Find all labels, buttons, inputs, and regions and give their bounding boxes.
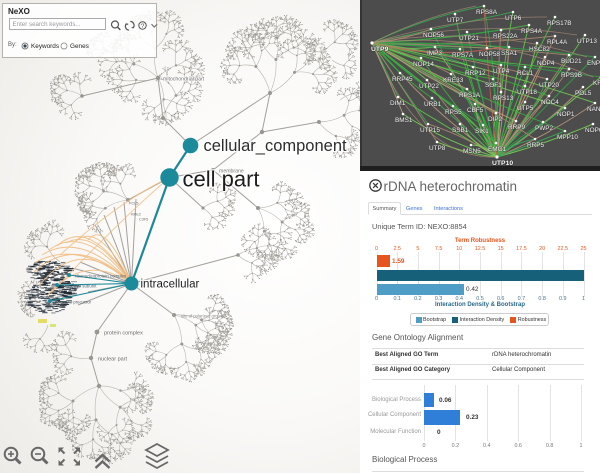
- svg-text:UTP18: UTP18: [517, 89, 537, 96]
- svg-text:nuclear part: nuclear part: [98, 357, 128, 363]
- svg-text:BUD21: BUD21: [561, 58, 582, 65]
- svg-text:RRP12: RRP12: [465, 70, 486, 77]
- svg-text:RPS4A: RPS4A: [521, 28, 543, 35]
- svg-text:PCL5: PCL5: [129, 202, 139, 206]
- svg-text:RPS17B: RPS17B: [547, 20, 572, 27]
- svg-text:PWP2: PWP2: [535, 125, 554, 132]
- svg-text:SSB1: SSB1: [452, 127, 469, 134]
- svg-text:ribonucleoprotein complex: ribonucleoprotein complex: [75, 274, 127, 279]
- svg-text:RCL1: RCL1: [517, 70, 534, 77]
- svg-text:KRE33: KRE33: [443, 77, 464, 84]
- svg-text:C3F5: C3F5: [139, 218, 148, 222]
- svg-text:ribosomal subunit: ribosomal subunit: [62, 284, 97, 289]
- svg-text:protein complex: protein complex: [104, 331, 143, 337]
- svg-text:NOP4: NOP4: [537, 60, 555, 67]
- svg-text:UTP5: UTP5: [517, 105, 534, 112]
- svg-text:IMP3: IMP3: [427, 50, 442, 57]
- svg-text:RPS13: RPS13: [493, 95, 514, 102]
- svg-text:RPS7A: RPS7A: [452, 52, 474, 59]
- svg-text:intracellular: intracellular: [141, 279, 200, 291]
- svg-text:BMS1: BMS1: [395, 117, 413, 124]
- svg-text:NOP6: NOP6: [585, 127, 600, 134]
- svg-text:NAN1: NAN1: [587, 106, 600, 113]
- svg-text:UTP22: UTP22: [419, 83, 439, 90]
- svg-text:NOP56: NOP56: [423, 32, 444, 39]
- svg-text:NOC4: NOC4: [541, 99, 559, 106]
- svg-text:RPL4A: RPL4A: [547, 39, 568, 46]
- svg-text:DIM1: DIM1: [390, 100, 406, 107]
- svg-text:UTP8: UTP8: [429, 145, 446, 152]
- svg-text:NOP58: NOP58: [479, 51, 500, 58]
- svg-text:URB1: URB1: [424, 101, 441, 108]
- svg-text:UTP9: UTP9: [371, 46, 389, 53]
- svg-text:MPP10: MPP10: [557, 134, 578, 141]
- svg-text:NOP1: NOP1: [557, 111, 575, 118]
- svg-text:UTP7: UTP7: [447, 17, 464, 24]
- svg-text:SIK1: SIK1: [475, 128, 489, 135]
- svg-text:MSN5: MSN5: [463, 148, 481, 155]
- svg-text:UTP4: UTP4: [493, 68, 510, 75]
- svg-text:UTP10: UTP10: [492, 160, 513, 167]
- svg-text:RPS9B: RPS9B: [561, 72, 582, 79]
- svg-text:membrane: membrane: [219, 169, 244, 175]
- svg-text:NOP14: NOP14: [413, 61, 434, 68]
- svg-text:RRP45: RRP45: [392, 76, 413, 83]
- svg-text:UTP21: UTP21: [459, 35, 479, 42]
- svg-text:?: ?: [141, 23, 145, 30]
- svg-text:mitochondrial part: mitochondrial part: [163, 77, 205, 83]
- svg-text:cellular_component: cellular_component: [204, 137, 348, 155]
- svg-text:HSC82: HSC82: [529, 46, 550, 53]
- svg-text:RRP9: RRP9: [508, 124, 525, 131]
- svg-text:ENP1: ENP1: [587, 60, 600, 67]
- svg-text:DIP2: DIP2: [488, 116, 503, 123]
- svg-text:RPS8A: RPS8A: [476, 9, 498, 16]
- svg-text:RPS5: RPS5: [445, 109, 462, 116]
- svg-text:RPS1A: RPS1A: [459, 92, 481, 99]
- svg-text:ribosome precursor: ribosome precursor: [55, 300, 92, 305]
- svg-text:CBF5: CBF5: [467, 107, 484, 114]
- svg-text:POL5: POL5: [575, 90, 592, 97]
- svg-text:KRE2: KRE2: [131, 213, 141, 217]
- svg-text:UTP15: UTP15: [420, 127, 440, 134]
- svg-text:site of polarized growth: site of polarized growth: [181, 314, 225, 319]
- svg-text:RRP5: RRP5: [527, 142, 544, 149]
- svg-text:UTP6: UTP6: [505, 15, 522, 22]
- svg-text:cell part: cell part: [183, 167, 260, 192]
- svg-text:EMG1: EMG1: [488, 146, 507, 153]
- svg-text:SOF1: SOF1: [485, 82, 502, 89]
- svg-text:SSA1: SSA1: [501, 50, 518, 57]
- svg-text:KRE: KRE: [593, 80, 600, 87]
- svg-text:UTP13: UTP13: [577, 38, 597, 45]
- svg-text:RPS22A: RPS22A: [493, 33, 518, 40]
- svg-text:UTP20: UTP20: [539, 82, 559, 89]
